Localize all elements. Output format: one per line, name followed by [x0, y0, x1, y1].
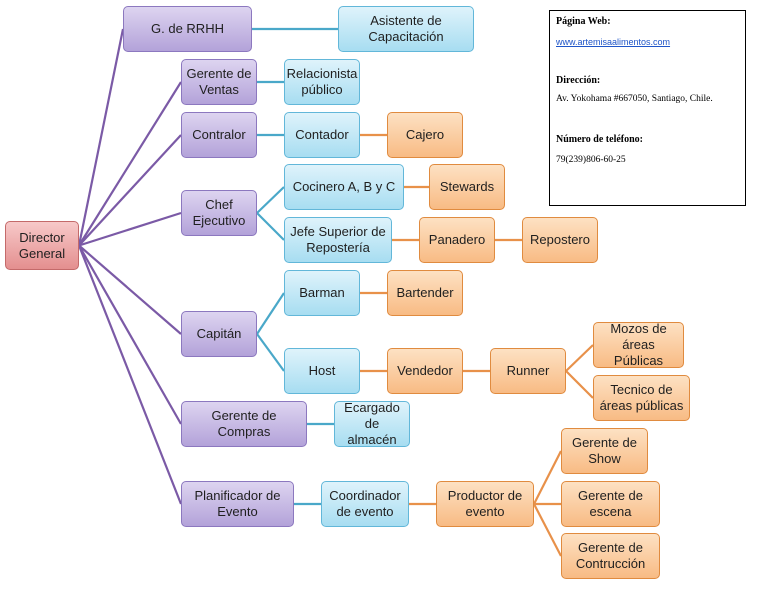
phone-value: 79(239)806-60-25: [556, 155, 626, 165]
connector-director-general-to-contralor: [78, 134, 182, 247]
connector-director-general-to-gerente-rrhh: [77, 28, 125, 246]
node-cocinero: Cocinero A, B y C: [284, 164, 404, 210]
node-mozos-areas-publicas: Mozos de áreas Públicas: [593, 321, 684, 368]
connector-director-general-to-chef-ejecutivo: [78, 211, 182, 247]
connector-capitan-to-host: [256, 333, 285, 372]
connector-director-general-to-planificador-evento: [77, 245, 183, 505]
connector-director-general-to-gerente-compras: [78, 244, 182, 425]
company-info-box: Página Web: www.artemisaalimentos.com Di…: [549, 10, 746, 206]
connector-director-general-to-capitan: [78, 244, 182, 335]
node-bartender: Bartender: [387, 270, 463, 316]
address-value: Av. Yokohama #667050, Santiago, Chile.: [556, 94, 713, 104]
node-gerente-show: Gerente de Show: [561, 428, 648, 474]
node-gerente-compras: Gerente de Compras: [181, 401, 307, 447]
node-stewards: Stewards: [429, 164, 505, 210]
connector-director-general-to-gerente-ventas: [78, 81, 182, 247]
connector-productor-evento-to-gerente-show: [533, 450, 562, 505]
web-label: Página Web:: [556, 16, 611, 27]
node-jefe-reposteria: Jefe Superior de Repostería: [284, 217, 392, 263]
connector-runner-to-mozos-areas-publicas: [565, 344, 594, 372]
node-contralor: Contralor: [181, 112, 257, 158]
node-planificador-evento: Planificador de Evento: [181, 481, 294, 527]
node-vendedor: Vendedor: [387, 348, 463, 394]
connector-runner-to-tecnico-areas-publicas: [565, 370, 594, 399]
node-barman: Barman: [284, 270, 360, 316]
node-asistente-capacitacion: Asistente de Capacitación: [338, 6, 474, 52]
node-relacionista-publico: Relacionista público: [284, 59, 360, 105]
node-runner: Runner: [490, 348, 566, 394]
node-gerente-ventas: Gerente de Ventas: [181, 59, 257, 105]
node-coordinador-evento: Coordinador de evento: [321, 481, 409, 527]
node-panadero: Panadero: [419, 217, 495, 263]
node-director-general: Director General: [5, 221, 79, 270]
node-repostero: Repostero: [522, 217, 598, 263]
connector-chef-ejecutivo-to-cocinero: [256, 186, 285, 214]
web-link[interactable]: www.artemisaalimentos.com: [556, 37, 671, 47]
node-contador: Contador: [284, 112, 360, 158]
connector-chef-ejecutivo-to-jefe-reposteria: [256, 212, 285, 241]
connector-capitan-to-barman: [256, 292, 285, 335]
node-capitan: Capitán: [181, 311, 257, 357]
connector-productor-evento-to-gerente-contruccion: [533, 503, 562, 557]
node-host: Host: [284, 348, 360, 394]
node-chef-ejecutivo: Chef Ejecutivo: [181, 190, 257, 236]
node-encargado-almacen: Ecargado de almacén: [334, 400, 410, 447]
phone-label: Número de teléfono:: [556, 134, 644, 145]
node-gerente-escena: Gerente de escena: [561, 481, 660, 527]
node-gerente-rrhh: G. de RRHH: [123, 6, 252, 52]
node-gerente-contruccion: Gerente de Contrucción: [561, 533, 660, 579]
node-productor-evento: Productor de evento: [436, 481, 534, 527]
address-label: Dirección:: [556, 75, 601, 86]
node-cajero: Cajero: [387, 112, 463, 158]
node-tecnico-areas-publicas: Tecnico de áreas públicas: [593, 375, 690, 421]
